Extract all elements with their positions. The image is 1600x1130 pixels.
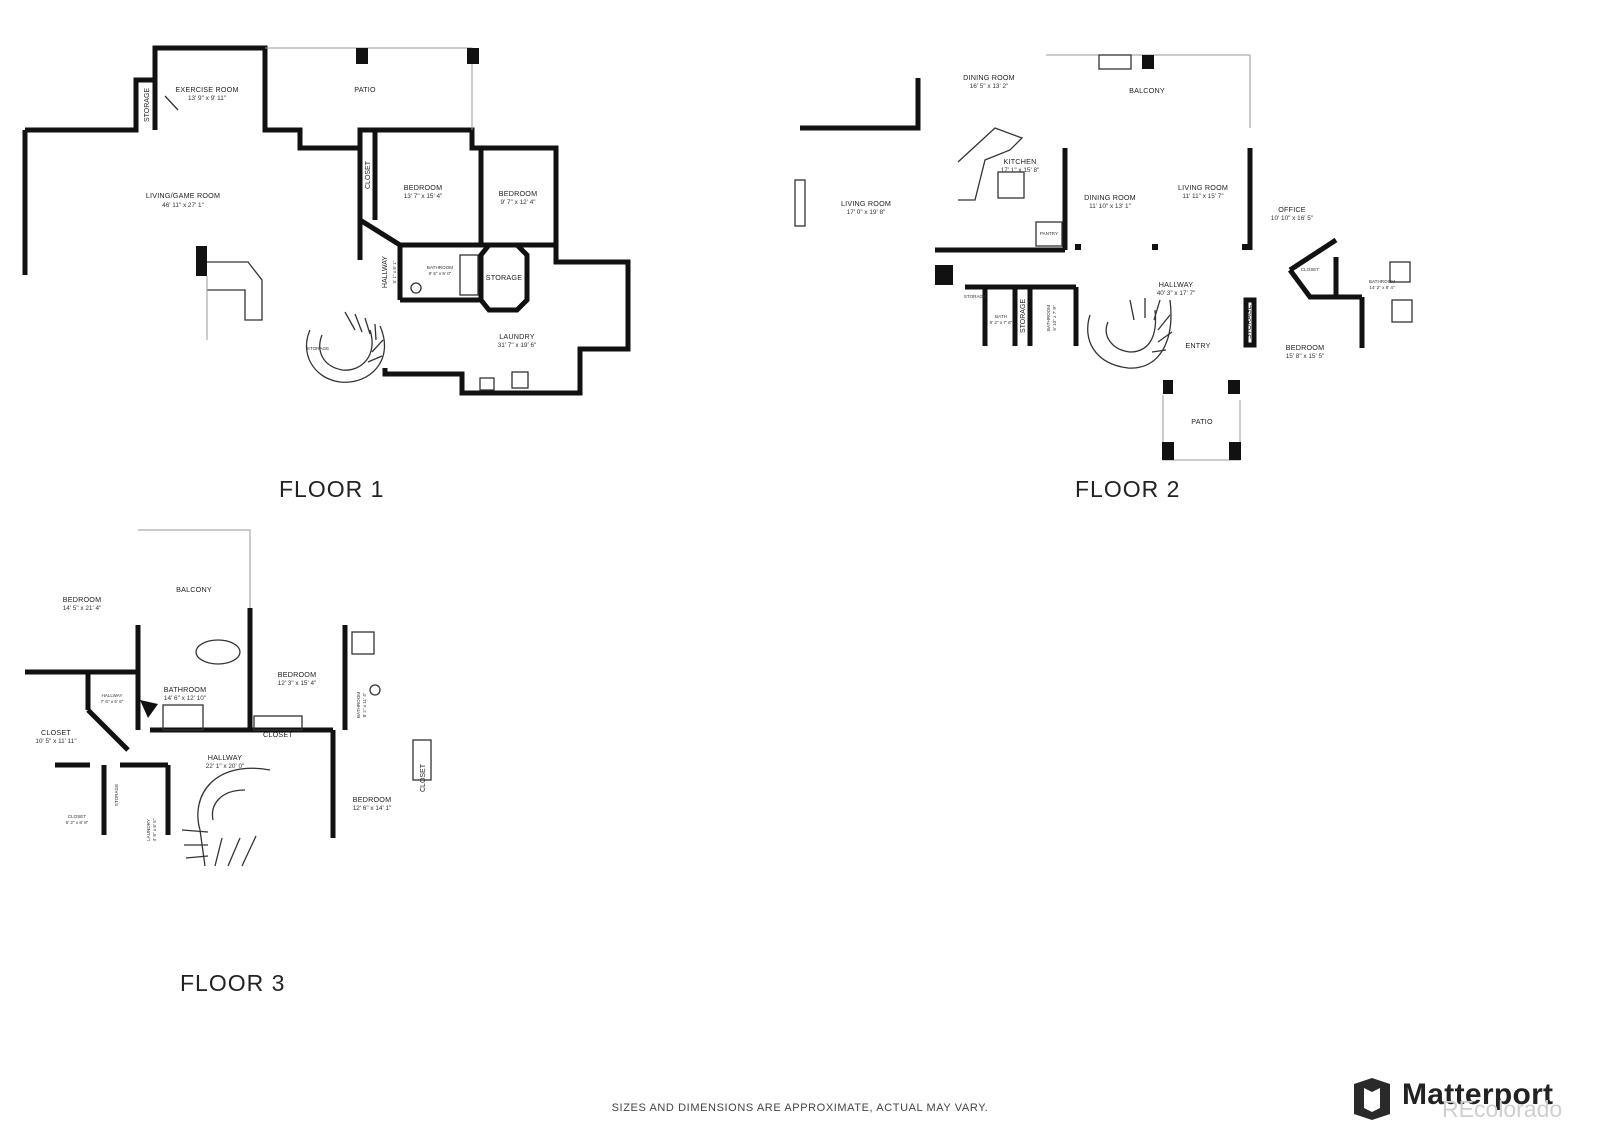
f3-closet-b-label: CLOSET (263, 730, 293, 739)
f2-bathroom-b-dim: 5' 10" x 7' 9" (1052, 305, 1057, 331)
f1-bathroom-dim: 9' 5" x 5' 0" (429, 271, 452, 276)
f2-office-dim: 10' 10" x 16' 5" (1271, 215, 1313, 222)
f2-closet-label: CLOSET (1301, 267, 1320, 272)
f3-bedroom-a-dim: 14' 5" x 21' 4" (63, 605, 102, 612)
f2-storage-b-label: STORAGE (1020, 299, 1027, 333)
f2-entry-label: ENTRY (1185, 341, 1210, 350)
f2-dining-b-dim: 11' 10" x 13' 1" (1089, 203, 1131, 210)
f2-bath-dim: 6' 2" x 7' 6" (990, 320, 1013, 325)
f2-pantry-label: PANTRY (1040, 231, 1058, 236)
floor-2-title: FLOOR 2 (1075, 476, 1181, 502)
f3-hallway-b-label: HALLWAY (208, 753, 242, 762)
f3-closet-c-label: CLOSET (420, 763, 427, 792)
f1-laundry-dim: 31' 7" x 19' 6" (498, 342, 537, 349)
f1-closet-label: CLOSET (365, 160, 372, 189)
f2-living-a-dim: 17' 0" x 19' 8" (847, 209, 886, 216)
matterport-brand: Matterport (1350, 1072, 1590, 1120)
f3-closet-a-dim: 10' 5" x 11' 11" (35, 738, 76, 745)
f2-bathroom-a-label: BATHROOM (1369, 279, 1395, 284)
f3-laundry-dim: 4' 8" x 6' 5" (152, 818, 157, 841)
f1-exercise-room-label: EXERCISE ROOM (175, 85, 238, 94)
f2-dining-a-label: DINING ROOM (963, 73, 1015, 82)
f1-storage-b-label: STORAGE (486, 273, 522, 282)
f2-patio-label: PATIO (1191, 417, 1213, 426)
f3-bathroom-b-dim: 8' 2" x 11' 4" (362, 692, 367, 717)
f2-bedroom-dim: 15' 8" x 15' 5" (1286, 353, 1325, 360)
f3-bedroom-b-label: BEDROOM (278, 670, 317, 679)
f1-hallway-dim: 5' 1" x 8' 1" (392, 260, 397, 283)
f2-living-b-dim: 11' 11" x 15' 7" (1182, 193, 1223, 200)
floor-1-title: FLOOR 1 (279, 476, 385, 502)
f1-living-game-dim: 46' 11" x 27' 1" (162, 202, 204, 209)
f3-bedroom-c-dim: 12' 6" x 14' 1" (353, 805, 392, 812)
f1-bedroom-b-label: BEDROOM (499, 189, 538, 198)
matterport-logo-icon (1354, 1078, 1390, 1120)
f3-balcony-label: BALCONY (176, 585, 212, 594)
floor-3-plan (25, 529, 432, 867)
f1-laundry-label: LAUNDRY (499, 332, 535, 341)
f1-bathroom-label: BATHROOM (427, 265, 453, 270)
recolorado-watermark: REcolorado (1442, 1096, 1563, 1122)
f3-hallway-b-dim: 22' 1" x 20' 0" (206, 763, 245, 770)
f2-storage-a-label: STORAGE (964, 294, 986, 299)
floor-2-plan (794, 54, 1413, 461)
f2-living-b-label: LIVING ROOM (1178, 183, 1228, 192)
f3-bathroom-a-dim: 14' 6" x 12' 10" (164, 695, 206, 702)
f2-dining-a-dim: 16' 5" x 13' 2" (970, 83, 1009, 90)
f2-bedroom-label: BEDROOM (1286, 343, 1325, 352)
f2-storage-c-label: STORAGE (1246, 305, 1253, 339)
f3-closet-d-dim: 6' 2" x 8' 8" (66, 820, 89, 825)
f3-hallway-a-dim: 7' 6" x 6' 6" (101, 699, 124, 704)
f2-bathroom-b-label: BATHROOM (1046, 305, 1051, 331)
f1-patio-label: PATIO (354, 85, 376, 94)
floor-1-spiral-stair (305, 311, 386, 383)
f1-hallway-label: HALLWAY (382, 256, 389, 288)
f2-kitchen-label: KITCHEN (1004, 157, 1037, 166)
f2-kitchen-dim: 17' 1" x 15' 8" (1001, 167, 1040, 174)
f2-bathroom-a-dim: 14' 2" x 8' 4" (1369, 285, 1395, 290)
f1-storage-c-label: STORAGE (307, 346, 329, 351)
f3-bathroom-b-label: BATHROOM (356, 692, 361, 718)
f3-bathroom-a-label: BATHROOM (164, 685, 207, 694)
f3-bedroom-b-dim: 12' 3" x 15' 4" (278, 680, 317, 687)
matterport-wordmark: Matterport (1402, 1078, 1554, 1111)
f1-storage-a-label: STORAGE (144, 88, 151, 122)
f1-bedroom-a-dim: 13' 7" x 15' 4" (404, 193, 443, 200)
f3-bedroom-a-label: BEDROOM (63, 595, 102, 604)
f1-living-game-label: LIVING/GAME ROOM (146, 191, 220, 200)
floor-3-spiral-stair (181, 767, 271, 867)
f2-balcony-label: BALCONY (1129, 86, 1165, 95)
f3-hallway-a-label: HALLWAY (101, 693, 122, 698)
floor-1-outer-wall (25, 45, 631, 396)
f3-storage-label: STORAGE (114, 784, 119, 806)
f3-closet-d-label: CLOSET (68, 814, 87, 819)
disclaimer-text: SIZES AND DIMENSIONS ARE APPROXIMATE, AC… (611, 1102, 989, 1114)
f3-laundry-label: LAUNDRY (146, 819, 151, 841)
f1-bedroom-a-label: BEDROOM (404, 183, 443, 192)
f2-living-a-label: LIVING ROOM (841, 199, 891, 208)
floor-1-plan (22, 45, 631, 396)
f2-bath-label: BATH (995, 314, 1007, 319)
floor-2-spiral-stair (1087, 298, 1173, 369)
floor-3-title: FLOOR 3 (180, 970, 286, 996)
f2-dining-b-label: DINING ROOM (1084, 193, 1136, 202)
f2-office-label: OFFICE (1278, 205, 1306, 214)
f1-bedroom-b-dim: 9' 7" x 12' 4" (500, 199, 535, 206)
f3-bedroom-c-label: BEDROOM (353, 795, 392, 804)
f2-hallway-label: HALLWAY (1159, 280, 1193, 289)
f2-hallway-dim: 40' 3" x 17' 7" (1157, 290, 1196, 297)
f3-closet-a-label: CLOSET (41, 728, 71, 737)
f1-exercise-room-dim: 13' 9" x 9' 11" (188, 95, 226, 102)
floor-2-outer-wall (800, 78, 921, 131)
